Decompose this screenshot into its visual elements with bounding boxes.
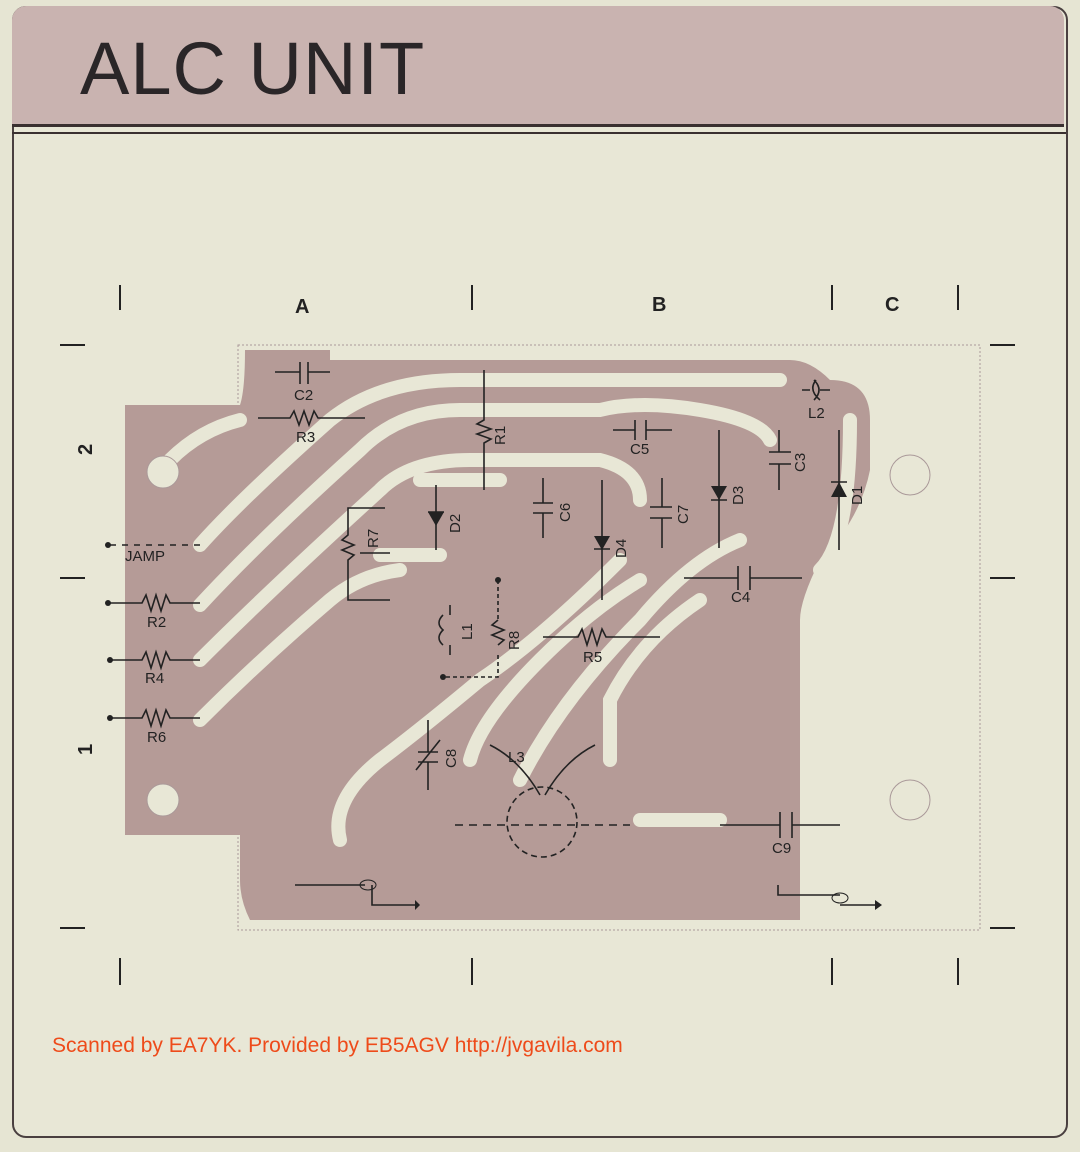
label-d1: D1 <box>849 486 866 505</box>
mounting-holes <box>146 454 931 821</box>
column-label-b: B <box>652 294 666 316</box>
label-d4: D4 <box>613 539 630 558</box>
capacitor-c4-symbol <box>684 566 802 590</box>
capacitor-c5-symbol <box>613 420 672 440</box>
label-r2: R2 <box>147 614 166 631</box>
resistor-r1-symbol <box>474 370 494 490</box>
label-c4: C4 <box>731 589 750 606</box>
label-l3: L3 <box>508 749 525 766</box>
input-jack-icon <box>359 879 377 891</box>
label-d2: D2 <box>447 514 464 533</box>
output-jack-icon <box>831 892 849 904</box>
resistor-r4-symbol <box>110 649 200 671</box>
pot-r8-symbol <box>445 580 499 678</box>
label-r5: R5 <box>583 649 602 666</box>
label-c8: C8 <box>443 749 460 768</box>
label-l2: L2 <box>808 405 825 422</box>
column-label-c: C <box>885 294 899 316</box>
scan-credit-text: Scanned by EA7YK. Provided by EB5AGV htt… <box>52 1034 623 1057</box>
label-d3: D3 <box>730 486 747 505</box>
label-r7: R7 <box>365 529 382 548</box>
label-c9: C9 <box>772 840 791 857</box>
capacitor-c2-symbol <box>275 362 330 384</box>
resistor-r2-symbol <box>108 592 200 614</box>
label-c3: C3 <box>792 453 809 472</box>
l3-core-outline <box>506 786 578 858</box>
inductor-l3-symbol <box>489 744 596 796</box>
label-r4: R4 <box>145 670 164 687</box>
capacitor-c3-symbol <box>769 430 791 490</box>
label-r6: R6 <box>147 729 166 746</box>
label-r3: R3 <box>296 429 315 446</box>
row-label-1: 1 <box>75 744 97 755</box>
row-label-2: 2 <box>75 444 97 455</box>
page-title: ALC UNIT <box>80 27 426 110</box>
label-r1: R1 <box>492 426 509 445</box>
resistor-r6-symbol <box>110 707 200 729</box>
capacitor-c7-symbol <box>650 478 672 548</box>
column-label-a: A <box>295 296 309 318</box>
header-band <box>12 6 1064 127</box>
capacitor-c6-symbol <box>533 478 553 538</box>
output-connector <box>777 885 880 906</box>
label-r8: R8 <box>506 631 523 650</box>
trace-clearances <box>163 373 857 897</box>
label-jamp: JAMP <box>125 548 165 565</box>
pot-r7-symbol <box>339 507 390 601</box>
grid-ticks <box>60 285 1015 985</box>
resistor-r5-symbol <box>543 626 660 648</box>
label-c6: C6 <box>557 503 574 522</box>
header-divider <box>12 132 1066 134</box>
resistor-r8-zigzag <box>489 619 507 646</box>
trimmer-c8-symbol <box>415 720 441 790</box>
label-l1: L1 <box>459 623 476 640</box>
label-c5: C5 <box>630 441 649 458</box>
input-connector <box>295 884 415 906</box>
resistor-r3-symbol <box>258 408 365 428</box>
label-c7: C7 <box>675 505 692 524</box>
inductor-l1-symbol <box>438 605 451 655</box>
inductor-l2-symbol <box>802 379 830 401</box>
label-c2: C2 <box>294 387 313 404</box>
diode-triangles <box>105 482 882 910</box>
capacitor-c9-symbol <box>720 812 840 838</box>
